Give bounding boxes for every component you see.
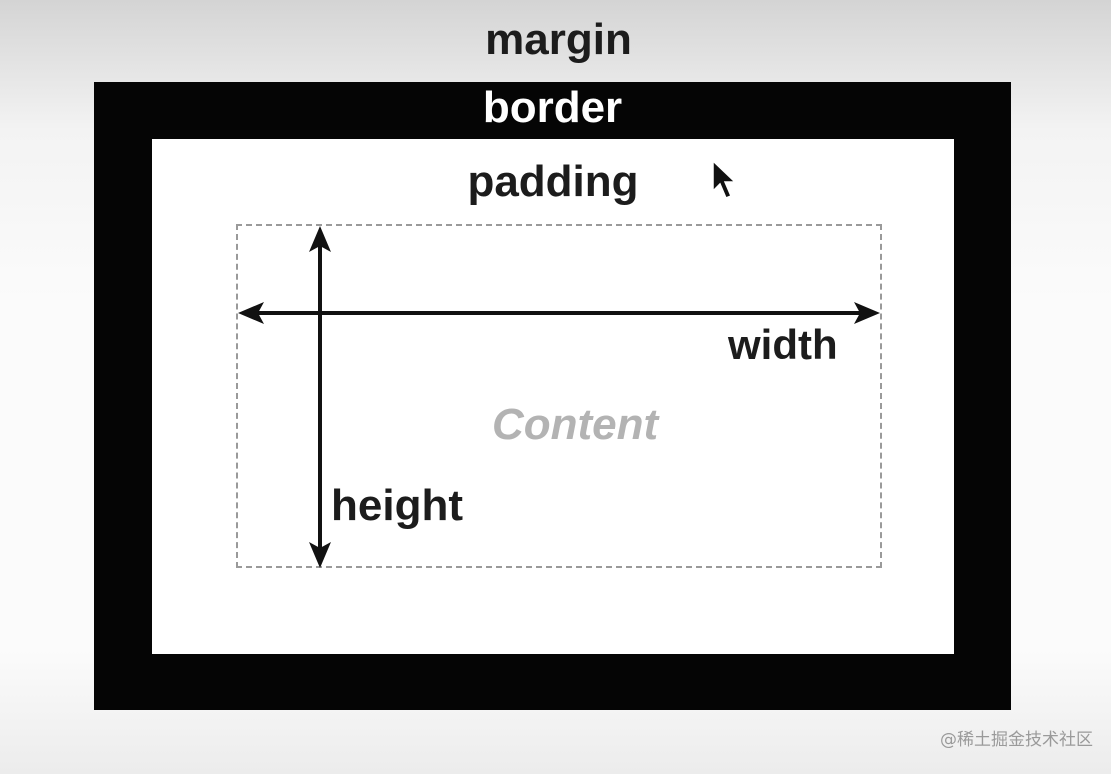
height-label: height (331, 481, 463, 530)
border-label: border (482, 83, 623, 132)
content-label: Content (492, 400, 659, 449)
width-label: width (728, 321, 838, 368)
margin-label: margin (485, 15, 632, 64)
height-arrow-icon (309, 226, 331, 568)
content-region-outline (236, 224, 882, 568)
width-arrow-icon (238, 302, 880, 324)
padding-label: padding (467, 157, 639, 206)
mouse-pointer-icon (712, 160, 737, 199)
watermark: @稀土掘金技术社区 (940, 730, 1093, 750)
